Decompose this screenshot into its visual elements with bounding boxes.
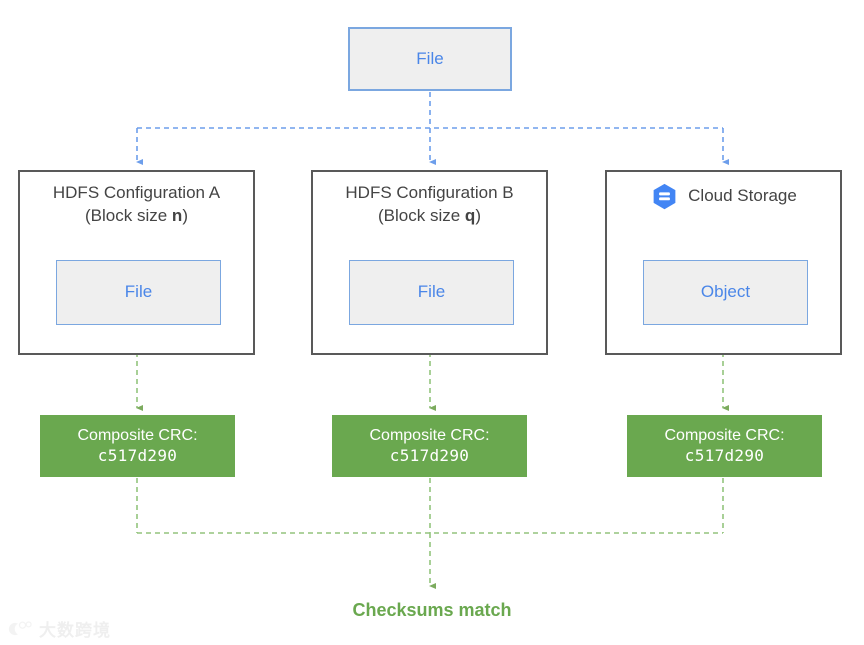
watermark-text: 大数跨境 [39, 621, 111, 641]
container-hdfs-b[interactable]: HDFS Configuration B (Block size q) File [311, 170, 548, 355]
source-file-label: File [416, 48, 444, 68]
block-size-value: q [464, 205, 476, 225]
crc-value: c517d290 [389, 446, 470, 465]
container-cloud-storage[interactable]: Cloud Storage Object [605, 170, 842, 355]
block-size-value: n [171, 205, 183, 225]
inner-file-box-hdfs-a[interactable]: File [56, 260, 221, 325]
container-title-line1: Cloud Storage [688, 186, 797, 206]
container-title-line1: HDFS Configuration A [52, 183, 221, 202]
container-title-cloud-storage: Cloud Storage [607, 182, 840, 211]
container-title-hdfs-a: HDFS Configuration A (Block size n) [20, 182, 253, 228]
watermark-logo-icon [8, 620, 32, 635]
container-title-hdfs-b: HDFS Configuration B (Block size q) [313, 182, 546, 228]
inner-file-label: File [417, 282, 446, 302]
container-title-line1-row: Cloud Storage [607, 182, 840, 211]
crc-label: Composite CRC: [664, 427, 785, 444]
crc-box-hdfs-b[interactable]: Composite CRC: c517d290 [332, 415, 527, 477]
cloud-storage-bucket-icon [653, 183, 676, 210]
crc-label: Composite CRC: [369, 427, 490, 444]
inner-object-box-cloud-storage[interactable]: Object [643, 260, 808, 325]
crc-box-cloud-storage[interactable]: Composite CRC: c517d290 [627, 415, 822, 477]
crc-value: c517d290 [684, 446, 765, 465]
source-file-box[interactable]: File [348, 27, 512, 91]
inner-file-label: File [124, 282, 153, 302]
watermark: 大数跨境 [8, 616, 111, 641]
container-title-line2: (Block size q) [313, 205, 546, 228]
container-title-line1: HDFS Configuration B [345, 183, 514, 202]
inner-object-label: Object [700, 282, 751, 302]
block-size-prefix: (Block size [85, 205, 172, 225]
container-title-line2: (Block size n) [20, 205, 253, 228]
block-size-suffix: ) [475, 205, 481, 225]
inner-file-box-hdfs-b[interactable]: File [349, 260, 514, 325]
block-size-suffix: ) [182, 205, 188, 225]
crc-value: c517d290 [97, 446, 178, 465]
crc-label: Composite CRC: [77, 427, 198, 444]
container-hdfs-a[interactable]: HDFS Configuration A (Block size n) File [18, 170, 255, 355]
checksums-match-label: Checksums match [352, 600, 512, 620]
block-size-prefix: (Block size [378, 205, 465, 225]
crc-box-hdfs-a[interactable]: Composite CRC: c517d290 [40, 415, 235, 477]
